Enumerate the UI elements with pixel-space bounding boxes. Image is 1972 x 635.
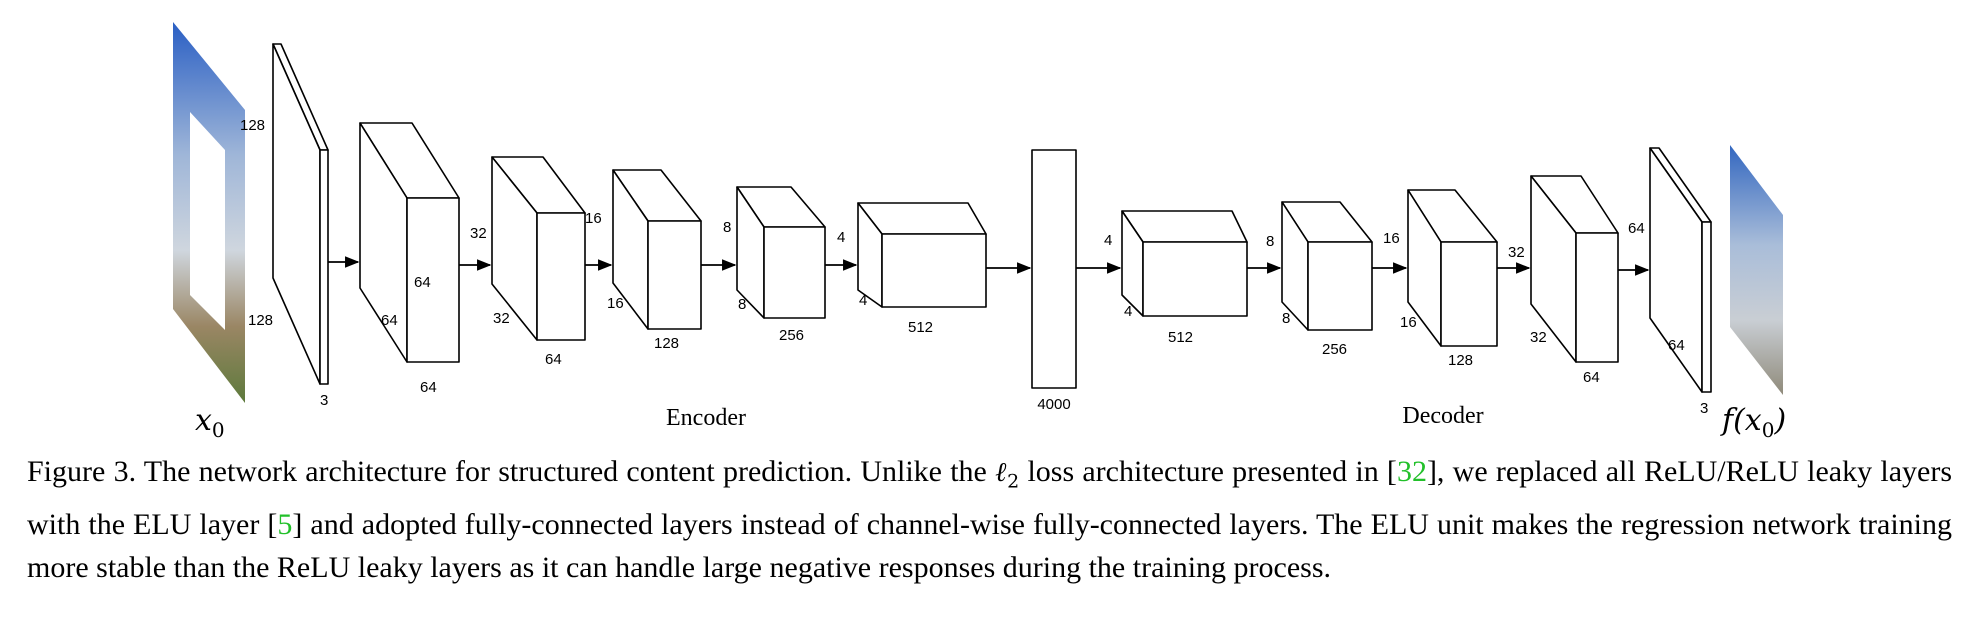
caption-text: loss architecture presented in [ [1019,455,1397,488]
dim-label: 32 [1530,329,1547,346]
encoder-layer-5: 4 4 512 [837,202,987,336]
decoder-layer-1: 4 4 512 [1104,210,1248,346]
dim-label: 32 [493,310,510,327]
dim-label: 8 [738,296,746,313]
dim-label: 16 [1400,314,1417,331]
dim-label: 16 [607,295,624,312]
dim-label: 64 [1583,369,1600,386]
caption-text: Figure 3. The network architecture for s… [27,455,996,488]
dim-label: 128 [654,335,679,352]
output-image [1730,145,1783,395]
reference-link[interactable]: 5 [277,508,293,542]
input-label: x0 [195,403,225,442]
dim-label: 4 [859,292,867,309]
dim-label: 64 [414,274,431,291]
dim-label: 64 [1668,337,1685,354]
dim-label: 512 [1168,329,1193,346]
dim-label: 256 [1322,341,1347,358]
l2-symbol: ℓ2 [995,457,1020,493]
output-label: f(x0) [1720,403,1786,442]
dim-label: 3 [320,392,328,409]
dim-label: 8 [723,219,731,236]
dim-label: 16 [585,210,602,227]
dim-label: 64 [420,379,437,396]
dim-label: 512 [908,319,933,336]
dim-label: 64 [1628,220,1645,237]
dim-label: 64 [545,351,562,368]
dim-label: 128 [248,312,273,329]
dim-label: 8 [1266,233,1274,250]
dim-label: 8 [1282,310,1290,327]
encoder-layer-1: 64 64 64 [359,122,460,396]
caption-text: ] and adopted fully-connected layers ins… [27,508,1953,585]
dim-label: 16 [1383,230,1400,247]
dim-label: 4 [1104,232,1112,249]
dim-label: 32 [470,225,487,242]
encoder-layer-2: 32 32 64 [470,156,586,368]
figure-caption: Figure 3. The network architecture for s… [27,450,1952,589]
bottleneck-layer: 4000 [1031,149,1077,413]
decoder-label: Decoder [1402,403,1483,429]
dim-label: 4000 [1037,396,1070,413]
decoder-layer-3: 16 16 128 [1383,189,1498,369]
encoder-layer-3: 16 16 128 [585,169,702,352]
dim-label: 3 [1700,400,1708,417]
dim-label: 128 [240,117,265,134]
caption-text: ], we replaced all ReLU/ReLU leaky layer… [27,455,1952,542]
dim-label: 32 [1508,244,1525,261]
decoder-layer-5: 64 64 3 [1628,147,1712,417]
reference-link[interactable]: 32 [1396,455,1427,488]
decoder-layer-4: 32 32 64 [1508,175,1619,386]
dim-label: 128 [1448,352,1473,369]
dim-label: 256 [779,327,804,344]
dim-label: 64 [381,312,398,329]
encoder-layer-4: 8 8 256 [723,186,826,344]
input-image [173,22,245,403]
encoder-label: Encoder [666,405,746,431]
network-architecture-diagram: x0 f(x0) Encoder Decoder 128 128 3 64 64… [173,22,1786,442]
input-slab: 128 128 3 [240,43,329,409]
flow-arrows [328,256,1650,276]
decoder-layer-2: 8 8 256 [1266,201,1373,358]
dim-label: 4 [837,229,845,246]
dim-label: 4 [1124,303,1132,320]
